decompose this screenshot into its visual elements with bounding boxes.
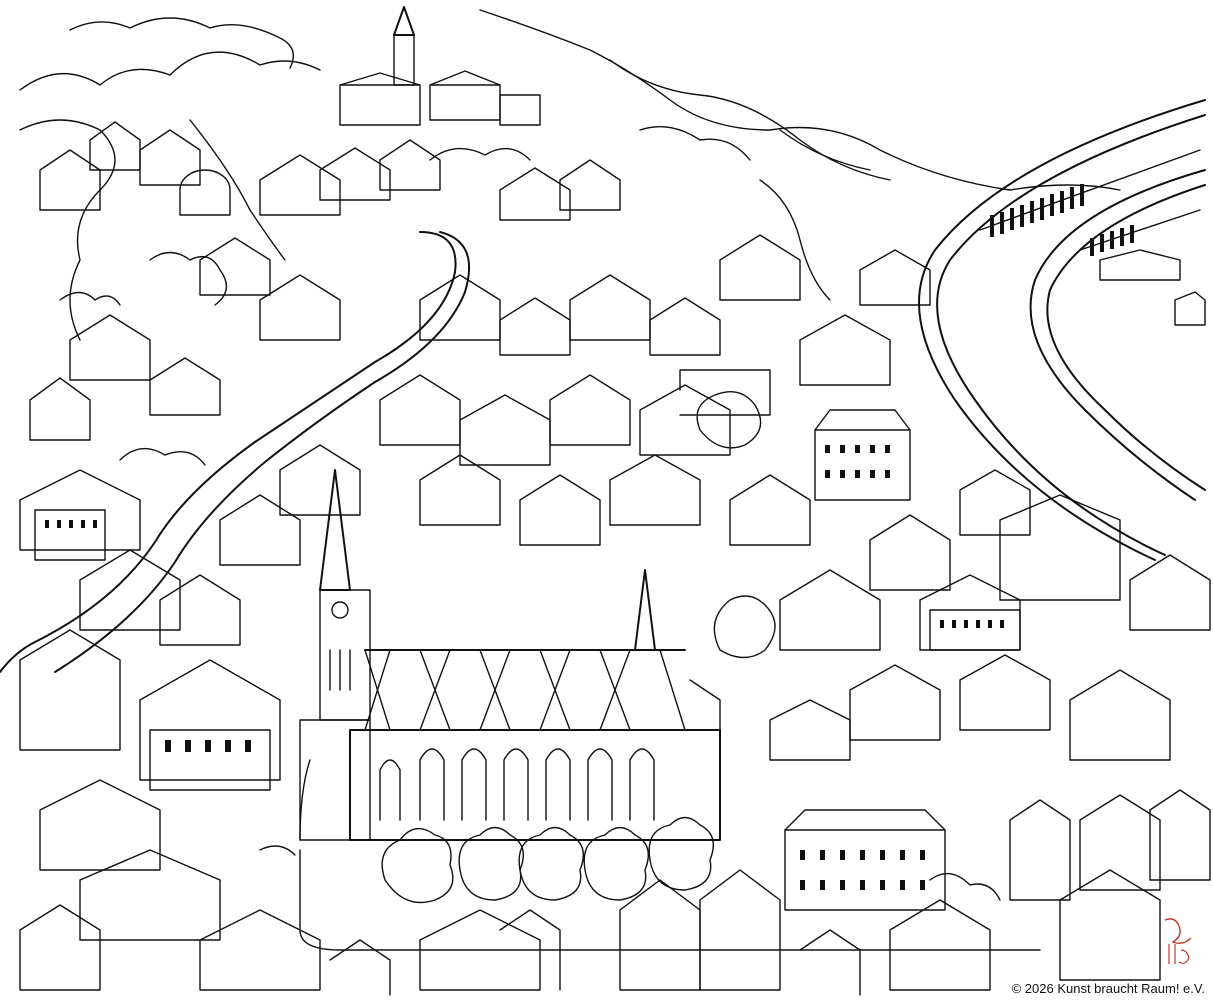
town-houses [19, 121, 1211, 991]
church-square-trees [381, 391, 776, 904]
church-windows [379, 748, 655, 821]
artist-signature [1164, 918, 1192, 964]
foreground-rooftops [329, 909, 861, 996]
railway [918, 99, 1206, 561]
hills [19, 9, 1121, 341]
copyright-notice: © 2026 Kunst braucht Raum! e.V. [1011, 981, 1205, 996]
large-buildings [34, 409, 1021, 911]
gothic-church [299, 469, 721, 841]
hilltop-castle [339, 6, 541, 126]
vegetation [59, 125, 1001, 901]
